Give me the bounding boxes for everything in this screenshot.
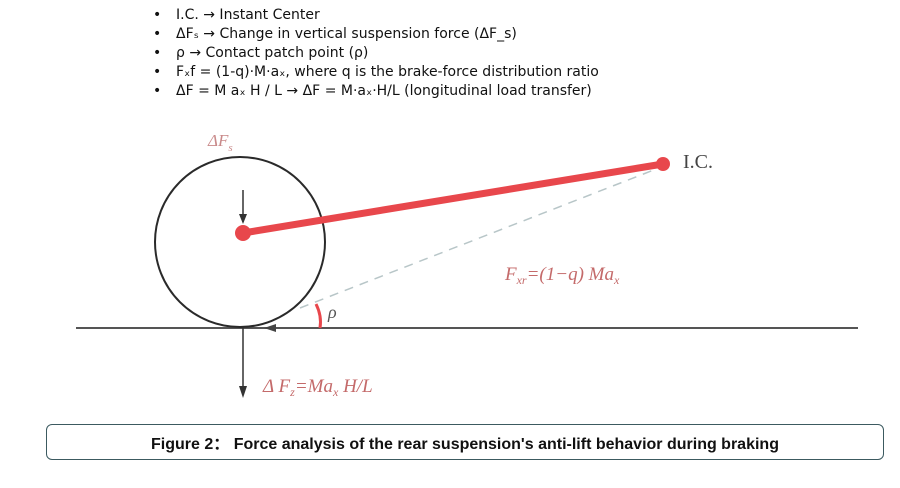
- legend-item-delta-f: ΔF = M aₓ H / L → ΔF = M·aₓ·H/L (longitu…: [150, 82, 599, 101]
- delta-fs-arrowhead-icon: [239, 214, 247, 224]
- delta-fs-label: ΔFs: [207, 131, 233, 154]
- delta-fz-label: Δ Fz=Max H/L: [262, 376, 373, 399]
- wheel-center-point: [235, 225, 251, 241]
- force-diagram: ΔFs I.C. Fxr=(1−q) Max ρ Δ Fz=Max H/L: [76, 131, 858, 399]
- figure-caption-box: Figure 2： Force analysis of the rear sus…: [46, 424, 884, 460]
- legend-list: I.C. → Instant Center ΔFₛ → Change in ve…: [150, 6, 599, 101]
- dashed-line-ic: [299, 165, 665, 309]
- fxr-label: Fxr=(1−q) Max: [504, 264, 620, 287]
- ic-label: I.C.: [683, 151, 713, 173]
- rho-label: ρ: [327, 302, 337, 322]
- rho-angle-arc: [314, 303, 322, 329]
- legend-item-ic: I.C. → Instant Center: [150, 6, 599, 25]
- wheel-circle: [154, 156, 326, 328]
- figure-caption: Figure 2： Force analysis of the rear sus…: [151, 436, 779, 453]
- fxr-arrowhead-icon: [264, 324, 276, 332]
- suspension-arm: [239, 160, 667, 237]
- legend-item-rho: ρ → Contact patch point (ρ): [150, 44, 599, 63]
- legend-item-fxf: Fₓf = (1-q)·M·aₓ, where q is the brake-f…: [150, 63, 599, 82]
- delta-fz-arrowhead-icon: [239, 386, 247, 398]
- legend-item-delta-fs: ΔFₛ → Change in vertical suspension forc…: [150, 25, 599, 44]
- ic-point: [656, 157, 670, 171]
